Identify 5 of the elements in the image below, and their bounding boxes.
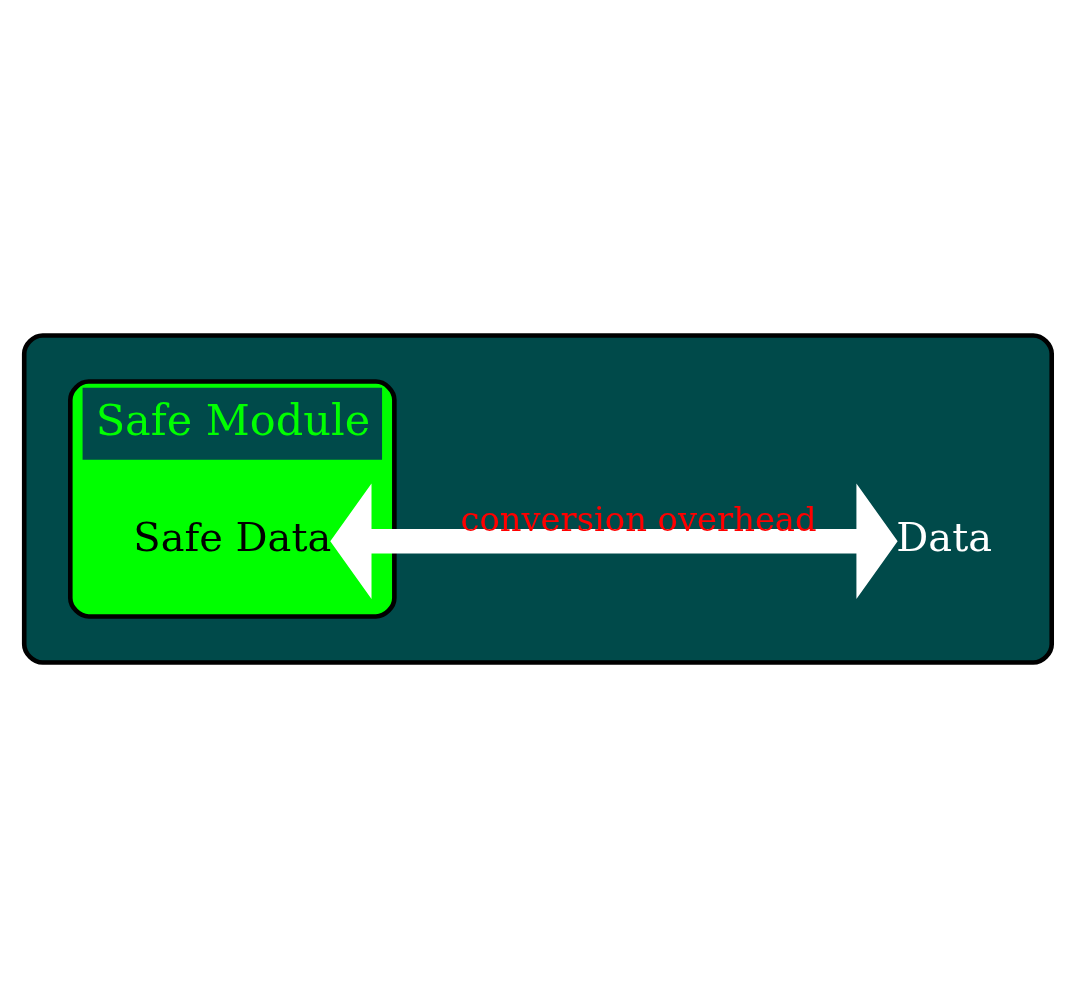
node-text: Data	[896, 513, 993, 560]
cluster	[21, 332, 1054, 665]
node-text: Safe Data	[133, 513, 332, 560]
arrow	[330, 483, 898, 599]
edge-label: conversion overhead	[460, 499, 817, 539]
